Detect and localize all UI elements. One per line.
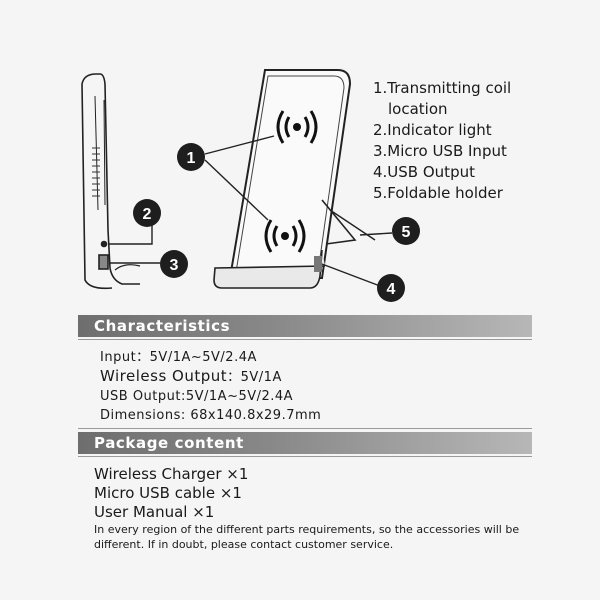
side-view-illustration [81, 73, 141, 290]
product-diagram: 1 2 3 5 4 [81, 69, 420, 302]
characteristics-specs: Input：5V/1A~5V/2.4A Wireless Output：5V/1… [100, 348, 321, 425]
callout-1-label: 1 [187, 150, 196, 167]
front-view-illustration [213, 69, 376, 289]
side-view-vent [92, 147, 100, 197]
package-header: Package content [78, 432, 532, 454]
characteristics-title: Characteristics [94, 317, 231, 335]
legend-item-3: 3.Micro USB Input [373, 142, 507, 160]
legend-item-1-continued: location [388, 100, 448, 118]
legend-item-2: 2.Indicator light [373, 121, 492, 139]
wireless-signal-icon [276, 110, 318, 144]
package-item: Micro USB cable ×1 [94, 484, 242, 502]
callout-3: 3 [160, 250, 188, 278]
package-list: Wireless Charger ×1 Micro USB cable ×1 U… [94, 465, 248, 522]
callout-4-label: 4 [387, 281, 396, 298]
callout-2-label: 2 [143, 206, 152, 223]
parts-legend: 1.Transmitting coil location 2.Indicator… [373, 78, 511, 204]
characteristics-rule [78, 339, 532, 340]
spec-dimensions: Dimensions: 68x140.8x29.7mm [100, 408, 322, 423]
package-item: User Manual ×1 [94, 503, 215, 521]
wireless-signal-icon [264, 219, 306, 253]
spec-input: Input：5V/1A~5V/2.4A [100, 350, 257, 365]
spec-wireless-output: Wireless Output：5V/1A [100, 367, 321, 387]
spec-wireless-output-word: Output [172, 367, 228, 385]
characteristics-bottom-rule [78, 428, 532, 429]
legend-item-5: 5.Foldable holder [373, 184, 503, 202]
callout-2: 2 [133, 199, 161, 227]
callout-3-label: 3 [170, 257, 179, 274]
package-title: Package content [94, 434, 244, 452]
spec-usb-output: USB Output:5V/1A~5V/2.4A [100, 389, 294, 404]
characteristics-header: Characteristics [78, 315, 532, 337]
package-note: In every region of the different parts r… [94, 523, 520, 551]
callout-5: 5 [392, 217, 420, 245]
package-rule [78, 456, 532, 457]
callout-1: 1 [177, 143, 205, 171]
legend-item-4: 4.USB Output [373, 163, 475, 181]
package-item: Wireless Charger ×1 [94, 465, 249, 483]
legend-item-1: 1.Transmitting coil [373, 79, 512, 97]
spec-wireless-value: ：5V/1A [227, 370, 282, 385]
spec-wireless-label: Wireless [100, 367, 173, 385]
callout-5-label: 5 [402, 224, 411, 241]
callout-4: 4 [377, 274, 405, 302]
